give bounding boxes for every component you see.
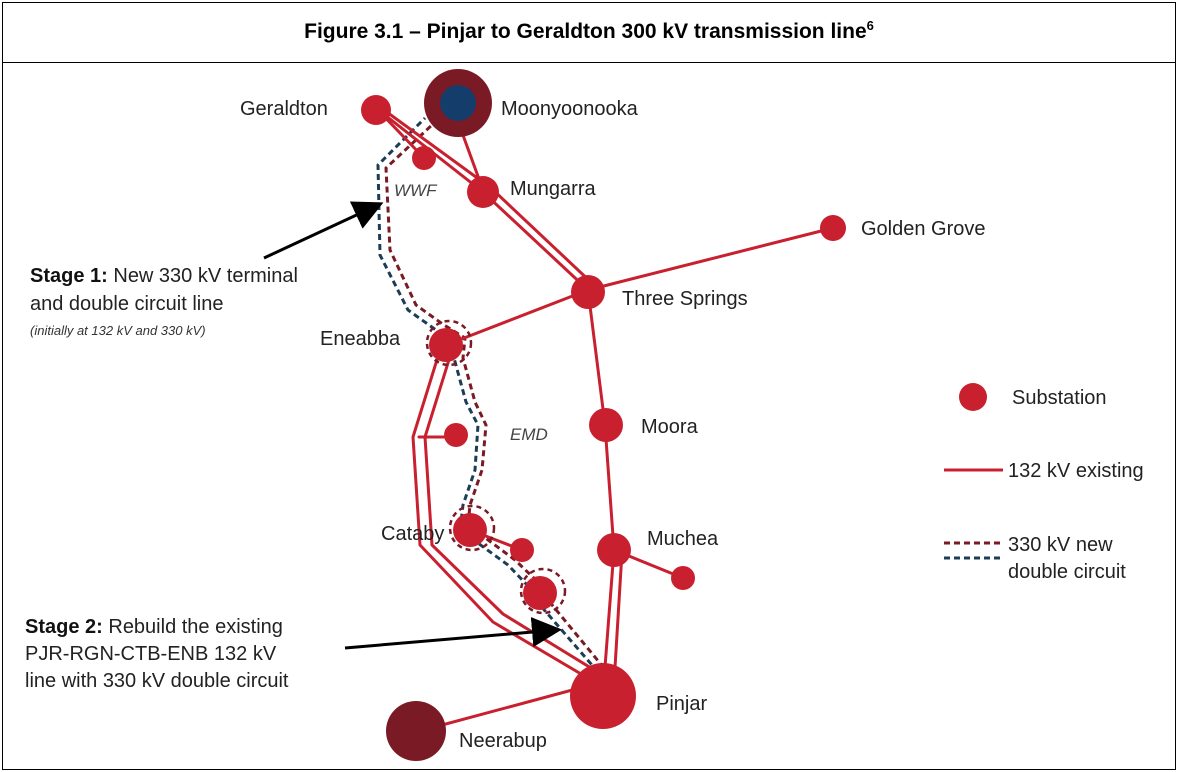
regans-new-ring bbox=[519, 567, 567, 615]
legend-substation-icon bbox=[959, 383, 987, 411]
cataby-new-ring bbox=[448, 504, 496, 552]
label-three-springs: Three Springs bbox=[622, 288, 748, 310]
substation-three-springs[interactable] bbox=[571, 275, 605, 309]
line-threesprings-pinjar bbox=[586, 288, 616, 682]
line-threesprings-eneabba bbox=[444, 288, 590, 347]
legend-substation-label: Substation bbox=[1012, 387, 1107, 409]
place-labels: Geraldton Moonyoonooka WWF Mungarra Gold… bbox=[240, 98, 986, 752]
stage1-line2: and double circuit line bbox=[30, 293, 223, 315]
eneabba-new-ring bbox=[425, 319, 473, 367]
substation-moora[interactable] bbox=[589, 408, 623, 442]
legend-new-label-1: 330 kV new bbox=[1008, 534, 1113, 556]
stage1-head: Stage 1: bbox=[30, 265, 108, 287]
substation-golden-grove[interactable] bbox=[820, 215, 846, 241]
new-circuit-b bbox=[376, 116, 600, 673]
label-emd: EMD bbox=[510, 425, 548, 444]
substation-neerabup[interactable] bbox=[386, 701, 446, 761]
stage2-line2: PJR-RGN-CTB-ENB 132 kV bbox=[25, 643, 277, 665]
substation-cataby-spur[interactable] bbox=[510, 538, 534, 562]
stage1-annotation: Stage 1: New 330 kV terminal and double … bbox=[30, 201, 384, 338]
substations bbox=[361, 69, 846, 761]
stage2-arrow bbox=[344, 617, 562, 650]
substation-regans[interactable] bbox=[523, 576, 557, 610]
stage1-note: (initially at 132 kV and 330 kV) bbox=[30, 323, 206, 338]
legend-existing-label: 132 kV existing bbox=[1008, 460, 1144, 482]
label-neerabup: Neerabup bbox=[459, 730, 547, 752]
stage1-arrow bbox=[263, 201, 384, 260]
substation-muchea[interactable] bbox=[597, 533, 631, 567]
substation-eneabba[interactable] bbox=[429, 328, 463, 362]
substation-cataby[interactable] bbox=[453, 513, 487, 547]
line-eneabba-pinjar-a bbox=[411, 348, 600, 686]
substation-moonyoonooka-core[interactable] bbox=[440, 85, 476, 121]
figure-title-bar: Figure 3.1 – Pinjar to Geraldton 300 kV … bbox=[2, 2, 1176, 63]
title-footnote: 6 bbox=[866, 18, 874, 33]
label-moonyoonooka: Moonyoonooka bbox=[501, 98, 639, 120]
substation-emd[interactable] bbox=[444, 423, 468, 447]
line-eneabba-pinjar-b bbox=[423, 348, 606, 678]
label-geraldton: Geraldton bbox=[240, 98, 328, 120]
new-circuit-a bbox=[384, 122, 606, 669]
line-threesprings-goldengrove bbox=[586, 226, 835, 292]
stage2-line1-rest: Rebuild the existing bbox=[103, 616, 283, 638]
stage1-line1: Stage 1: New 330 kV terminal bbox=[30, 265, 298, 287]
substation-wwf[interactable] bbox=[412, 146, 436, 170]
new-circuit-terminal-rings bbox=[425, 319, 567, 615]
label-cataby: Cataby bbox=[381, 523, 444, 545]
legend-new-label-2: double circuit bbox=[1008, 561, 1126, 583]
stage2-line1: Stage 2: Rebuild the existing bbox=[25, 616, 283, 638]
substation-muchea-spur[interactable] bbox=[671, 566, 695, 590]
label-mungarra: Mungarra bbox=[510, 178, 596, 200]
substation-pinjar[interactable] bbox=[570, 663, 636, 729]
label-eneabba: Eneabba bbox=[320, 328, 401, 350]
label-muchea: Muchea bbox=[647, 528, 719, 550]
line-muchea-pinjar-b bbox=[612, 550, 624, 686]
substation-mungarra[interactable] bbox=[467, 176, 499, 208]
stage2-annotation: Stage 2: Rebuild the existing PJR-RGN-CT… bbox=[25, 616, 562, 692]
stage2-line3: line with 330 kV double circuit bbox=[25, 670, 289, 692]
label-golden-grove: Golden Grove bbox=[861, 218, 986, 240]
figure-title: Figure 3.1 – Pinjar to Geraldton 300 kV … bbox=[304, 18, 874, 43]
substation-geraldton[interactable] bbox=[361, 95, 391, 125]
stage1-line1-rest: New 330 kV terminal bbox=[108, 265, 298, 287]
new-330kv-double-circuit bbox=[376, 116, 606, 673]
label-wwf: WWF bbox=[394, 181, 438, 200]
label-pinjar: Pinjar bbox=[656, 693, 707, 715]
legend: Substation 132 kV existing 330 kV new do… bbox=[944, 383, 1144, 583]
stage2-head: Stage 2: bbox=[25, 616, 103, 638]
label-moora: Moora bbox=[641, 416, 699, 438]
